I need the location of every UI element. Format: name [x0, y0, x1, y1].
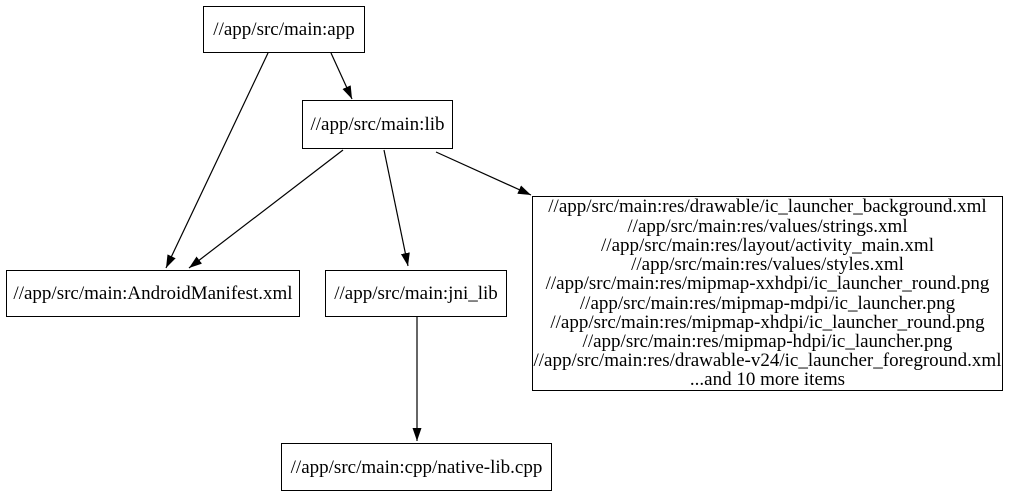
node-jni-lib: //app/src/main:jni_lib: [325, 270, 507, 317]
node-native-lib-cpp: //app/src/main:cpp/native-lib.cpp: [281, 443, 552, 491]
edge-lib-to-android-manifest: [188, 149, 344, 269]
res-file-line: //app/src/main:res/mipmap-xxhdpi/ic_laun…: [545, 273, 990, 295]
res-file-line: //app/src/main:res/mipmap-mdpi/ic_launch…: [579, 292, 956, 314]
node-android-manifest-label: //app/src/main:AndroidManifest.xml: [13, 283, 293, 304]
node-lib: //app/src/main:lib: [302, 100, 453, 149]
node-android-manifest: //app/src/main:AndroidManifest.xml: [6, 270, 300, 317]
res-file-line: //app/src/main:res/values/strings.xml: [627, 215, 908, 237]
res-file-line: //app/src/main:res/values/styles.xml: [631, 254, 904, 276]
edge-lib-to-res-files: [435, 151, 532, 196]
node-app-label: //app/src/main:app: [213, 19, 355, 40]
res-file-line: //app/src/main:res/mipmap-xhdpi/ic_launc…: [550, 311, 985, 333]
node-lib-label: //app/src/main:lib: [310, 114, 445, 135]
node-app: //app/src/main:app: [203, 6, 365, 53]
res-files-more-items: ...and 10 more items: [689, 369, 846, 391]
res-file-line: //app/src/main:res/layout/activity_main.…: [601, 234, 934, 256]
edge-app-to-lib: [330, 52, 353, 100]
res-file-line: //app/src/main:res/mipmap-hdpi/ic_launch…: [582, 330, 953, 352]
node-jni-lib-label: //app/src/main:jni_lib: [334, 283, 498, 304]
res-file-line: //app/src/main:res/drawable-v24/ic_launc…: [533, 350, 1002, 372]
node-native-lib-cpp-label: //app/src/main:cpp/native-lib.cpp: [290, 456, 543, 478]
edge-lib-to-jni-lib: [383, 149, 410, 267]
res-file-line: //app/src/main:res/drawable/ic_launcher_…: [548, 196, 987, 218]
node-res-files: //app/src/main:res/drawable/ic_launcher_…: [532, 196, 1003, 391]
edge-app-to-android-manifest: [165, 52, 269, 269]
